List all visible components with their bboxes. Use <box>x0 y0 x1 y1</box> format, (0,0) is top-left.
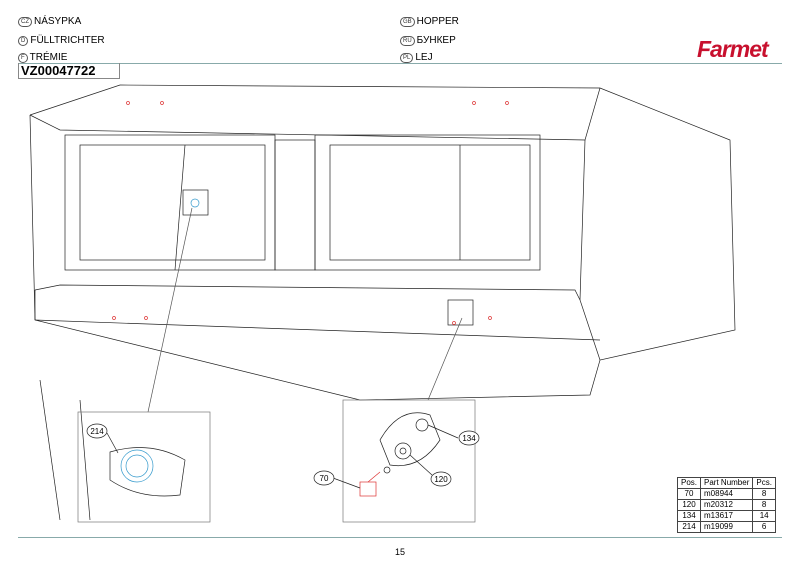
bushing-marker <box>190 198 200 208</box>
callout-leader-120 <box>409 454 433 476</box>
cell-pos: 120 <box>676 499 702 511</box>
bolt-70 <box>359 481 377 497</box>
cell-pos: 214 <box>676 521 702 533</box>
cell-part-number: m08944 <box>700 488 754 500</box>
callout-134 <box>458 430 480 446</box>
cell-pcs: 14 <box>752 510 776 522</box>
bolt-shank <box>367 471 381 483</box>
footer-divider <box>18 537 782 538</box>
red-markers <box>112 101 509 325</box>
header-pos: Pos. <box>676 477 702 489</box>
cell-pos: 134 <box>676 510 702 522</box>
detail-bracket <box>379 412 441 467</box>
nut-134 <box>415 418 429 432</box>
callout-leader-134 <box>427 424 459 439</box>
callout-134-label: 134 <box>462 434 476 443</box>
bushing-214 <box>120 449 154 483</box>
page-number: 15 <box>394 547 405 557</box>
callout-214-label: 214 <box>90 427 104 436</box>
cell-part-number: m19099 <box>700 521 754 533</box>
header-part-number: Part Number <box>700 477 754 489</box>
cell-part-number: m20312 <box>700 499 754 511</box>
cell-pos: 70 <box>676 488 702 500</box>
header-pcs: Pcs. <box>752 477 776 489</box>
callout-120-label: 120 <box>434 475 448 484</box>
cell-part-number: m13617 <box>700 510 754 522</box>
callout-leader-214 <box>106 432 119 454</box>
detail-view-134 <box>342 399 476 523</box>
leader-line-134 <box>427 317 463 401</box>
callout-70 <box>313 470 335 486</box>
washer-hole <box>399 447 407 455</box>
callout-leader-70 <box>332 477 361 489</box>
callout-70-label: 70 <box>320 474 329 483</box>
cell-pcs: 6 <box>752 521 776 533</box>
hopper-outline <box>29 84 736 521</box>
leader-line-214 <box>147 207 193 413</box>
washer-120 <box>394 442 412 460</box>
cell-pcs: 8 <box>752 499 776 511</box>
bushing-inner <box>125 454 149 478</box>
callout-120 <box>430 471 452 487</box>
farmet-logo: Farmet <box>697 36 769 62</box>
callout-214 <box>86 423 108 439</box>
header-divider <box>18 63 782 64</box>
detail-plate <box>109 447 186 497</box>
table-header: Pos. Part Number Pcs. <box>676 477 776 489</box>
lock-washer <box>383 466 391 474</box>
drawing-code: VZ00047722 <box>18 63 120 79</box>
detail-view-214 <box>77 411 211 523</box>
cell-pcs: 8 <box>752 488 776 500</box>
